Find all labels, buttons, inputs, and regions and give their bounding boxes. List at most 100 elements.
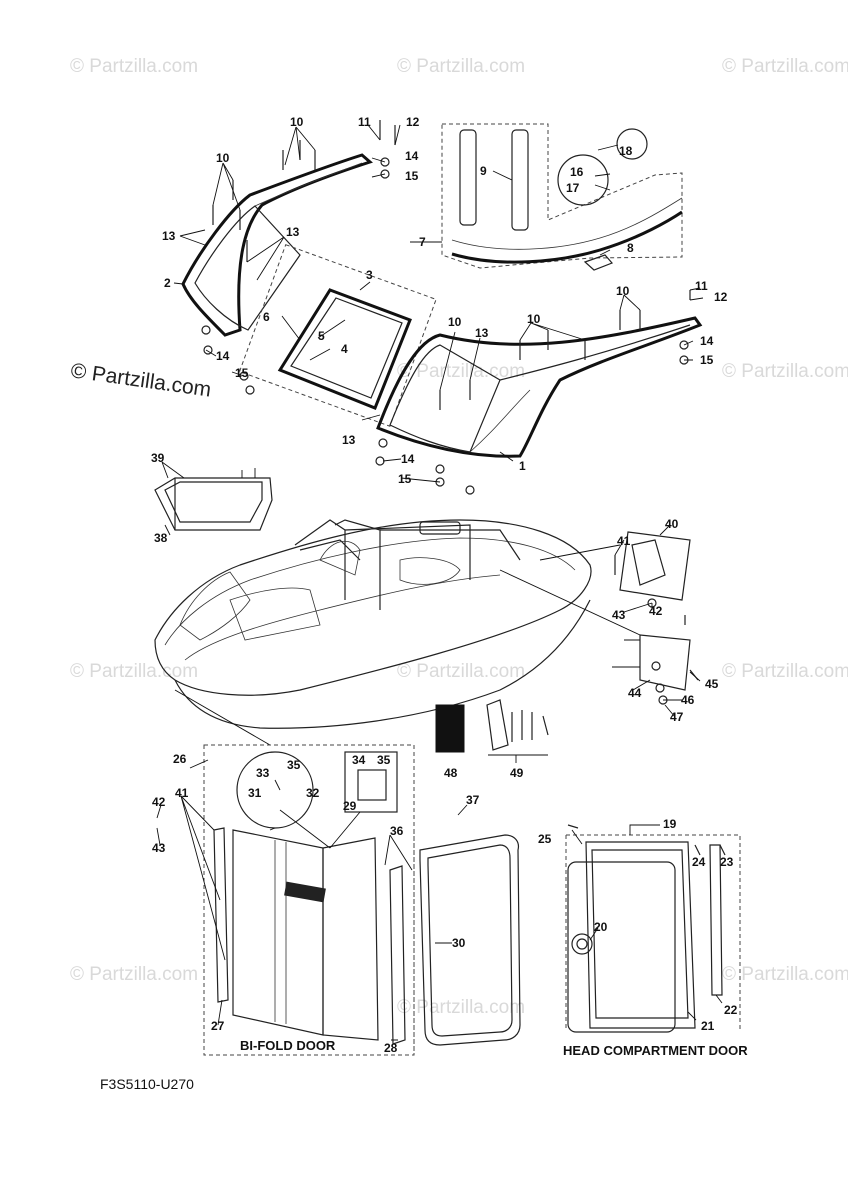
callout-40: 40 [665,517,679,531]
callout-25: 25 [538,832,552,846]
callout-23: 23 [720,855,734,869]
windshield-left-glass [194,205,301,331]
vent-grille [284,881,326,903]
watermark: © Partzilla.com [397,997,525,1018]
callout-35: 35 [377,753,391,767]
callout-14: 14 [401,452,415,466]
callout-6: 6 [263,310,270,324]
kit-items [435,699,549,763]
callout-10: 10 [290,115,304,129]
callout-42: 42 [649,604,663,618]
callout-11: 11 [358,115,371,129]
windshield-right-frame [376,316,703,458]
callout-10: 10 [616,284,630,298]
callout-39: 39 [151,451,165,465]
door-panel [567,861,676,1033]
callout-13: 13 [162,229,176,243]
callout-19: 19 [663,817,677,831]
watermark: © Partzilla.com [397,661,525,682]
callout-8: 8 [627,241,634,255]
watermark: © Partzilla.com [722,56,848,77]
callout-21: 21 [701,1019,715,1033]
bracket [583,254,614,271]
callout-36: 36 [390,824,404,838]
watermark: © Partzilla.com [722,661,848,682]
callout-48: 48 [444,766,458,780]
bifold-door-label: BI-FOLD DOOR [240,1038,336,1053]
callout-46: 46 [681,693,695,707]
watermark: © Partzilla.com [722,964,848,985]
callout-3: 3 [366,268,373,282]
tool-bag [486,699,509,751]
callout-14: 14 [700,334,714,348]
callout-17: 17 [566,181,580,195]
callout-43: 43 [152,841,166,855]
fastener-group [201,120,691,495]
callout-10: 10 [527,312,541,326]
callout-44: 44 [628,686,642,700]
callout-42: 42 [152,795,166,809]
callout-49: 49 [510,766,524,780]
callout-11: 11 [695,279,708,293]
door-seal [419,834,521,1046]
callout-7: 7 [419,235,426,249]
callout-28: 28 [384,1041,398,1055]
watermark: © Partzilla.com [70,964,198,985]
callout-18: 18 [619,144,633,158]
callout-31: 31 [248,786,262,800]
callout-15: 15 [700,353,714,367]
door-frame [585,841,696,1029]
trim-molding [451,210,683,264]
callout-33: 33 [256,766,270,780]
callout-12: 12 [406,115,420,129]
detail-circle [557,154,609,206]
bifold-door-section [156,744,521,1056]
door-panel-right [322,837,379,1041]
callout-29: 29 [343,799,357,813]
callout-5: 5 [318,329,325,343]
hatch-assembly [612,524,701,718]
detail-circle [616,128,648,160]
callout-47: 47 [670,710,684,724]
callout-20: 20 [594,920,608,934]
windshield-left-frame [181,153,373,337]
watermark: © Partzilla.com [70,56,198,77]
door-panel-left [232,829,324,1036]
door-latch [571,933,593,955]
callout-32: 32 [306,786,320,800]
watermark-layer: © Partzilla.com © Partzilla.com © Partzi… [69,56,848,1018]
callout-45: 45 [705,677,719,691]
diagram-code: F3S5110-U270 [100,1076,194,1092]
callout-34: 34 [352,753,366,767]
callout-16: 16 [570,165,584,179]
watermark: © Partzilla.com [397,56,525,77]
watermark: © Partzilla.com [70,661,198,682]
callout-38: 38 [154,531,168,545]
warning-label [435,704,465,753]
callout-10: 10 [216,151,230,165]
callout-22: 22 [724,1003,738,1017]
callout-41: 41 [617,534,631,548]
callout-10: 10 [448,315,462,329]
callout-numbers: 1 2 3 4 5 6 7 8 9 10 10 10 10 10 11 11 1… [151,115,738,1055]
watermark: © Partzilla.com [397,361,525,382]
callout-13: 13 [286,225,300,239]
watermark-dark: © Partzilla.com [69,359,212,401]
callout-30: 30 [452,936,466,950]
callout-4: 4 [341,342,348,356]
callout-12: 12 [714,290,728,304]
callout-43: 43 [612,608,626,622]
callout-15: 15 [235,366,249,380]
watermark: © Partzilla.com [722,361,848,382]
callout-14: 14 [405,149,419,163]
callout-2: 2 [164,276,171,290]
callout-14: 14 [216,349,230,363]
callout-1: 1 [519,459,526,473]
callout-37: 37 [466,793,480,807]
callout-26: 26 [173,752,187,766]
callout-13: 13 [475,326,489,340]
callout-box-rails [441,123,683,269]
callout-27: 27 [211,1019,225,1033]
grab-rail [459,129,477,226]
